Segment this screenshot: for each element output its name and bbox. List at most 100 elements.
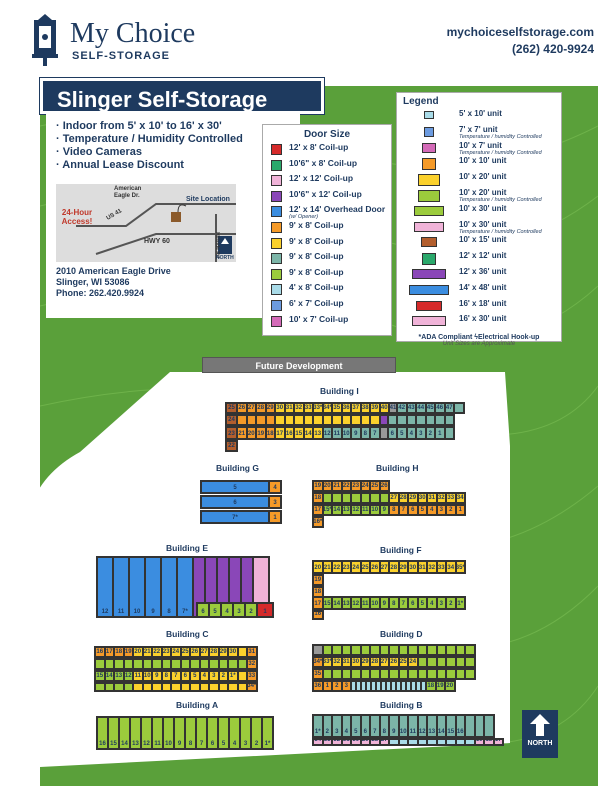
storage-unit[interactable] bbox=[455, 657, 465, 667]
storage-unit[interactable]: 22 bbox=[332, 561, 342, 573]
storage-unit[interactable]: 33 bbox=[303, 403, 313, 413]
storage-unit[interactable]: 5 bbox=[209, 603, 221, 617]
storage-unit[interactable]: 4 bbox=[221, 603, 233, 617]
storage-unit[interactable]: 34* bbox=[247, 683, 257, 691]
storage-unit[interactable] bbox=[218, 659, 228, 669]
storage-unit[interactable]: 15* bbox=[322, 505, 332, 515]
storage-unit[interactable]: 45 bbox=[425, 403, 435, 413]
storage-unit[interactable]: 41 bbox=[389, 403, 397, 413]
storage-unit[interactable]: 26 bbox=[190, 647, 200, 657]
storage-unit[interactable] bbox=[341, 669, 351, 679]
storage-unit[interactable] bbox=[389, 669, 399, 679]
storage-unit[interactable]: 7 bbox=[398, 597, 408, 609]
storage-unit[interactable]: 16 bbox=[313, 611, 323, 619]
storage-unit[interactable]: 26 bbox=[379, 481, 389, 491]
storage-unit[interactable] bbox=[152, 683, 162, 691]
storage-unit[interactable]: 2 bbox=[251, 717, 262, 749]
storage-unit[interactable]: 33 bbox=[436, 561, 446, 573]
storage-unit[interactable]: 25 bbox=[370, 481, 380, 491]
storage-unit[interactable] bbox=[455, 669, 465, 679]
storage-unit[interactable]: 33 bbox=[247, 671, 257, 681]
storage-unit[interactable]: 7 bbox=[370, 715, 380, 737]
storage-unit[interactable]: 18 bbox=[426, 681, 436, 691]
storage-unit[interactable]: 1 bbox=[322, 681, 332, 691]
storage-unit[interactable]: 24 bbox=[171, 647, 181, 657]
storage-unit[interactable] bbox=[386, 681, 391, 691]
storage-unit[interactable]: 8 bbox=[161, 671, 171, 681]
storage-unit[interactable]: 38 bbox=[360, 403, 370, 413]
storage-unit[interactable]: 33 bbox=[322, 739, 332, 745]
storage-unit[interactable]: 4 bbox=[406, 427, 416, 439]
storage-unit[interactable]: 23 bbox=[341, 561, 351, 573]
storage-unit[interactable]: 20 bbox=[133, 647, 143, 657]
storage-unit[interactable]: 10 bbox=[142, 671, 152, 681]
storage-unit[interactable]: 13 bbox=[341, 597, 351, 609]
storage-unit[interactable] bbox=[351, 645, 361, 655]
storage-unit[interactable] bbox=[228, 683, 238, 691]
storage-unit[interactable]: 18 bbox=[265, 427, 275, 439]
storage-unit[interactable] bbox=[360, 669, 370, 679]
storage-unit[interactable]: 23 bbox=[161, 647, 171, 657]
storage-unit[interactable] bbox=[401, 681, 406, 691]
storage-unit[interactable] bbox=[313, 645, 323, 655]
storage-unit[interactable] bbox=[455, 739, 465, 745]
storage-unit[interactable] bbox=[361, 681, 366, 691]
storage-unit[interactable]: 20 bbox=[246, 427, 256, 439]
storage-unit[interactable]: 10 bbox=[163, 717, 174, 749]
storage-unit[interactable]: 3 bbox=[332, 715, 342, 737]
storage-unit[interactable] bbox=[389, 645, 399, 655]
storage-unit[interactable]: 31 bbox=[341, 739, 351, 745]
storage-unit[interactable] bbox=[406, 681, 411, 691]
storage-unit[interactable]: 3 bbox=[269, 496, 281, 508]
storage-unit[interactable]: 32 bbox=[436, 493, 446, 503]
storage-unit[interactable]: 17 bbox=[313, 597, 323, 609]
storage-unit[interactable]: 16 bbox=[284, 427, 294, 439]
storage-unit[interactable]: 32 bbox=[247, 659, 257, 669]
storage-unit[interactable] bbox=[199, 683, 209, 691]
storage-unit[interactable]: 32 bbox=[332, 657, 342, 667]
storage-unit[interactable]: 4 bbox=[229, 717, 240, 749]
storage-unit[interactable]: 28 bbox=[389, 561, 399, 573]
storage-unit[interactable] bbox=[294, 415, 304, 425]
storage-unit[interactable]: 15 bbox=[95, 671, 105, 681]
storage-unit[interactable]: 29 bbox=[360, 739, 370, 745]
storage-unit[interactable]: 14 bbox=[303, 427, 313, 439]
storage-unit[interactable]: 5 bbox=[397, 427, 407, 439]
storage-unit[interactable] bbox=[104, 683, 114, 691]
storage-unit[interactable]: 15 bbox=[446, 715, 456, 737]
storage-unit[interactable]: 13 bbox=[114, 671, 124, 681]
storage-unit[interactable]: 10 bbox=[370, 597, 380, 609]
storage-unit[interactable]: 28 bbox=[370, 739, 380, 745]
storage-unit[interactable]: 17 bbox=[313, 505, 323, 515]
storage-unit[interactable]: 3 bbox=[233, 603, 245, 617]
storage-unit[interactable]: 36 bbox=[341, 403, 351, 413]
storage-unit[interactable]: 26 bbox=[237, 403, 247, 413]
storage-unit[interactable]: 22 bbox=[152, 647, 162, 657]
storage-unit[interactable] bbox=[465, 739, 475, 745]
storage-unit[interactable]: 11 bbox=[152, 717, 163, 749]
storage-unit[interactable] bbox=[379, 415, 388, 425]
storage-unit[interactable]: 31 bbox=[341, 657, 351, 667]
storage-unit[interactable]: 37 bbox=[351, 403, 361, 413]
storage-unit[interactable] bbox=[332, 669, 342, 679]
storage-unit[interactable]: 21 bbox=[332, 481, 342, 491]
storage-unit[interactable] bbox=[180, 683, 190, 691]
storage-unit[interactable] bbox=[398, 669, 408, 679]
storage-unit[interactable]: 1 bbox=[435, 427, 445, 439]
storage-unit[interactable] bbox=[265, 415, 275, 425]
storage-unit[interactable]: 34 bbox=[313, 739, 323, 745]
storage-unit[interactable] bbox=[427, 669, 437, 679]
storage-unit[interactable]: 8 bbox=[360, 427, 370, 439]
storage-unit[interactable]: 17 bbox=[275, 427, 285, 439]
storage-unit[interactable] bbox=[421, 681, 426, 691]
storage-unit[interactable] bbox=[435, 415, 445, 425]
storage-unit[interactable] bbox=[356, 681, 361, 691]
storage-unit[interactable]: 5 bbox=[417, 505, 427, 515]
storage-unit[interactable] bbox=[256, 415, 266, 425]
storage-unit[interactable]: 11 bbox=[113, 557, 129, 617]
storage-unit[interactable]: 32 bbox=[294, 403, 304, 413]
storage-unit[interactable] bbox=[417, 645, 427, 655]
storage-unit[interactable] bbox=[454, 403, 464, 413]
storage-unit[interactable] bbox=[161, 683, 171, 691]
storage-unit[interactable]: 30 bbox=[408, 561, 418, 573]
